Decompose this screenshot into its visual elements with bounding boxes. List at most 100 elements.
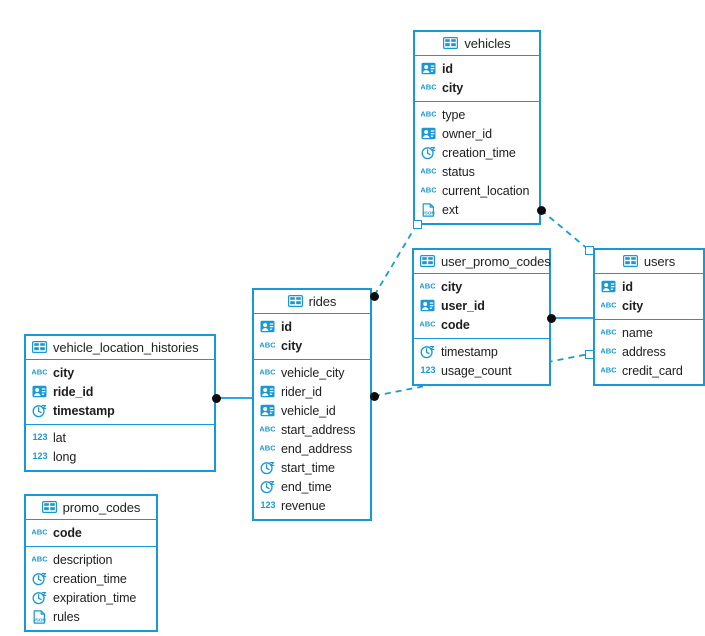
field-row-start_time[interactable]: start_time [254, 458, 370, 477]
id-badge-icon [421, 62, 436, 76]
field-row-user_id[interactable]: user_id [414, 296, 549, 315]
abc-text-icon: ABC [32, 526, 47, 540]
abc-text-icon: ABC [32, 553, 47, 567]
field-row-ride_id[interactable]: ride_id [26, 382, 214, 401]
field-name: status [442, 164, 475, 179]
table-header-vehicles[interactable]: vehicles [415, 32, 539, 56]
relationship-endpoint-rides-users-target [584, 349, 594, 359]
field-name: name [622, 325, 653, 340]
field-row-city[interactable]: ABC city [26, 363, 214, 382]
svg-text:ABC: ABC [601, 365, 616, 374]
field-row-expiration_time[interactable]: expiration_time [26, 588, 156, 607]
clock-icon [260, 480, 275, 494]
svg-text:ABC: ABC [421, 166, 436, 175]
svg-text:ABC: ABC [260, 367, 275, 376]
table-title: vehicle_location_histories [53, 340, 199, 355]
123-number-icon: 123 [260, 499, 275, 513]
field-name: long [53, 449, 77, 464]
field-row-code[interactable]: ABC code [26, 523, 156, 542]
id-badge-icon [420, 299, 435, 313]
clock-icon [420, 345, 435, 359]
svg-text:123: 123 [260, 500, 275, 510]
svg-text:123: 123 [420, 365, 435, 375]
table-grid-icon [622, 254, 638, 269]
table-header-user_promo_codes[interactable]: user_promo_codes [414, 250, 551, 274]
field-row-id[interactable]: id [595, 277, 703, 296]
primary-key-section: ABC city ride_id timestamp [26, 360, 214, 425]
svg-text:JSON: JSON [33, 617, 46, 622]
svg-text:ABC: ABC [420, 319, 435, 328]
field-row-timestamp[interactable]: timestamp [26, 401, 214, 420]
field-name: ext [442, 202, 459, 217]
id-badge-icon [260, 320, 275, 334]
table-title: users [643, 254, 676, 269]
id-badge-icon [32, 385, 47, 399]
field-name: code [53, 525, 82, 540]
field-row-vehicle_id[interactable]: vehicle_id [254, 401, 370, 420]
table-header-rides[interactable]: rides [254, 290, 370, 314]
field-name: owner_id [442, 126, 492, 141]
field-row-id[interactable]: id [254, 317, 370, 336]
table-header-vehicle_location_histories[interactable]: vehicle_location_histories [26, 336, 214, 360]
field-row-end_time[interactable]: end_time [254, 477, 370, 496]
field-name: expiration_time [53, 590, 137, 605]
abc-text-icon: ABC [601, 345, 616, 359]
abc-text-icon: ABC [260, 442, 275, 456]
svg-text:ABC: ABC [601, 300, 616, 309]
relationship-endpoint-vehicles-rides-source [412, 219, 422, 229]
field-row-creation_time[interactable]: creation_time [415, 143, 539, 162]
field-name: id [442, 61, 453, 76]
field-name: city [53, 365, 75, 380]
id-badge-icon [601, 280, 616, 294]
field-name: start_time [281, 460, 335, 475]
table-header-promo_codes[interactable]: promo_codes [26, 496, 156, 520]
field-name: type [442, 107, 466, 122]
field-name: ride_id [53, 384, 94, 399]
table-grid-icon [32, 340, 47, 355]
field-row-rider_id[interactable]: rider_id [254, 382, 370, 401]
field-row-creation_time[interactable]: creation_time [26, 569, 156, 588]
table-header-users[interactable]: users [595, 250, 703, 274]
relationship-endpoint-upc-users-source [546, 313, 556, 323]
field-row-id[interactable]: id [415, 59, 539, 78]
field-row-end_address[interactable]: ABC end_address [254, 439, 370, 458]
abc-text-icon: ABC [260, 366, 275, 380]
id-badge-icon [421, 127, 436, 141]
123-number-icon: 123 [420, 364, 435, 378]
clock-icon [32, 404, 47, 418]
relationship-endpoint-vlh-rides-source [211, 393, 221, 403]
abc-text-icon: ABC [32, 366, 47, 380]
field-row-owner_id[interactable]: owner_id [415, 124, 539, 143]
field-row-status[interactable]: ABC status [415, 162, 539, 181]
field-row-timestamp[interactable]: timestamp [414, 342, 549, 361]
field-name: end_address [281, 441, 353, 456]
svg-text:ABC: ABC [601, 346, 616, 355]
